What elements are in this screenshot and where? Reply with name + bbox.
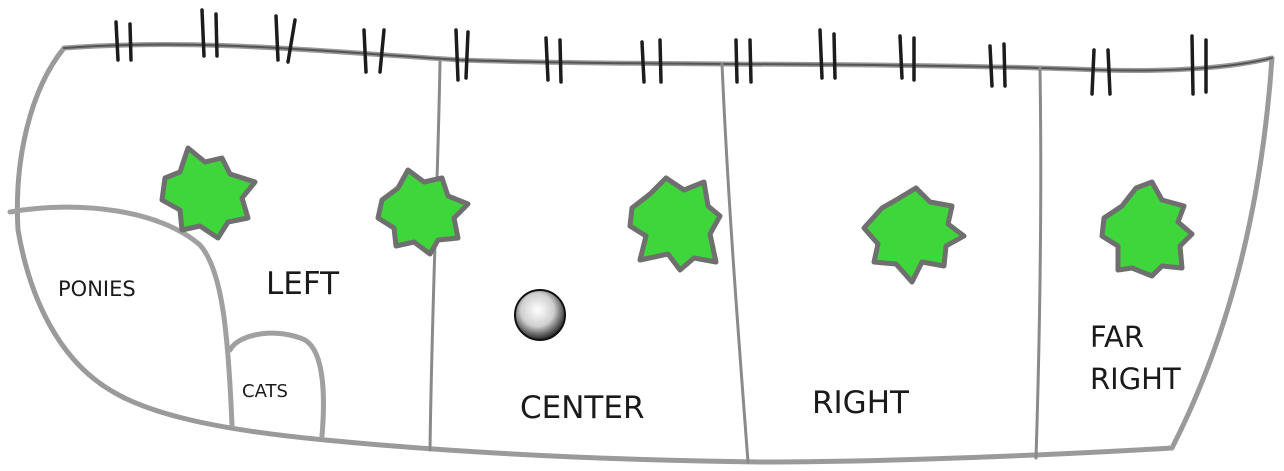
- divider-center-right: [720, 62, 750, 464]
- divider-right-far-right: [1034, 66, 1043, 460]
- fence-ticks: [114, 8, 1208, 96]
- zone-label-right: RIGHT: [812, 385, 909, 421]
- tree-icon: [159, 145, 258, 241]
- field-outline: [14, 42, 1275, 465]
- tree-icon: [627, 175, 723, 273]
- zone-label-cats: CATS: [242, 381, 288, 402]
- tree-icon: [861, 185, 967, 285]
- tree-icon: [375, 167, 471, 257]
- tree-icon: [1099, 179, 1195, 279]
- ball-icon: [514, 289, 566, 341]
- cats-enclosure: [227, 330, 326, 439]
- zone-label-far-right: FAR RIGHT: [1090, 320, 1181, 396]
- zone-label-center: CENTER: [520, 390, 645, 426]
- ponies-enclosure: [7, 204, 235, 428]
- zone-label-left: LEFT: [266, 266, 340, 302]
- zone-label-ponies: PONIES: [58, 277, 136, 301]
